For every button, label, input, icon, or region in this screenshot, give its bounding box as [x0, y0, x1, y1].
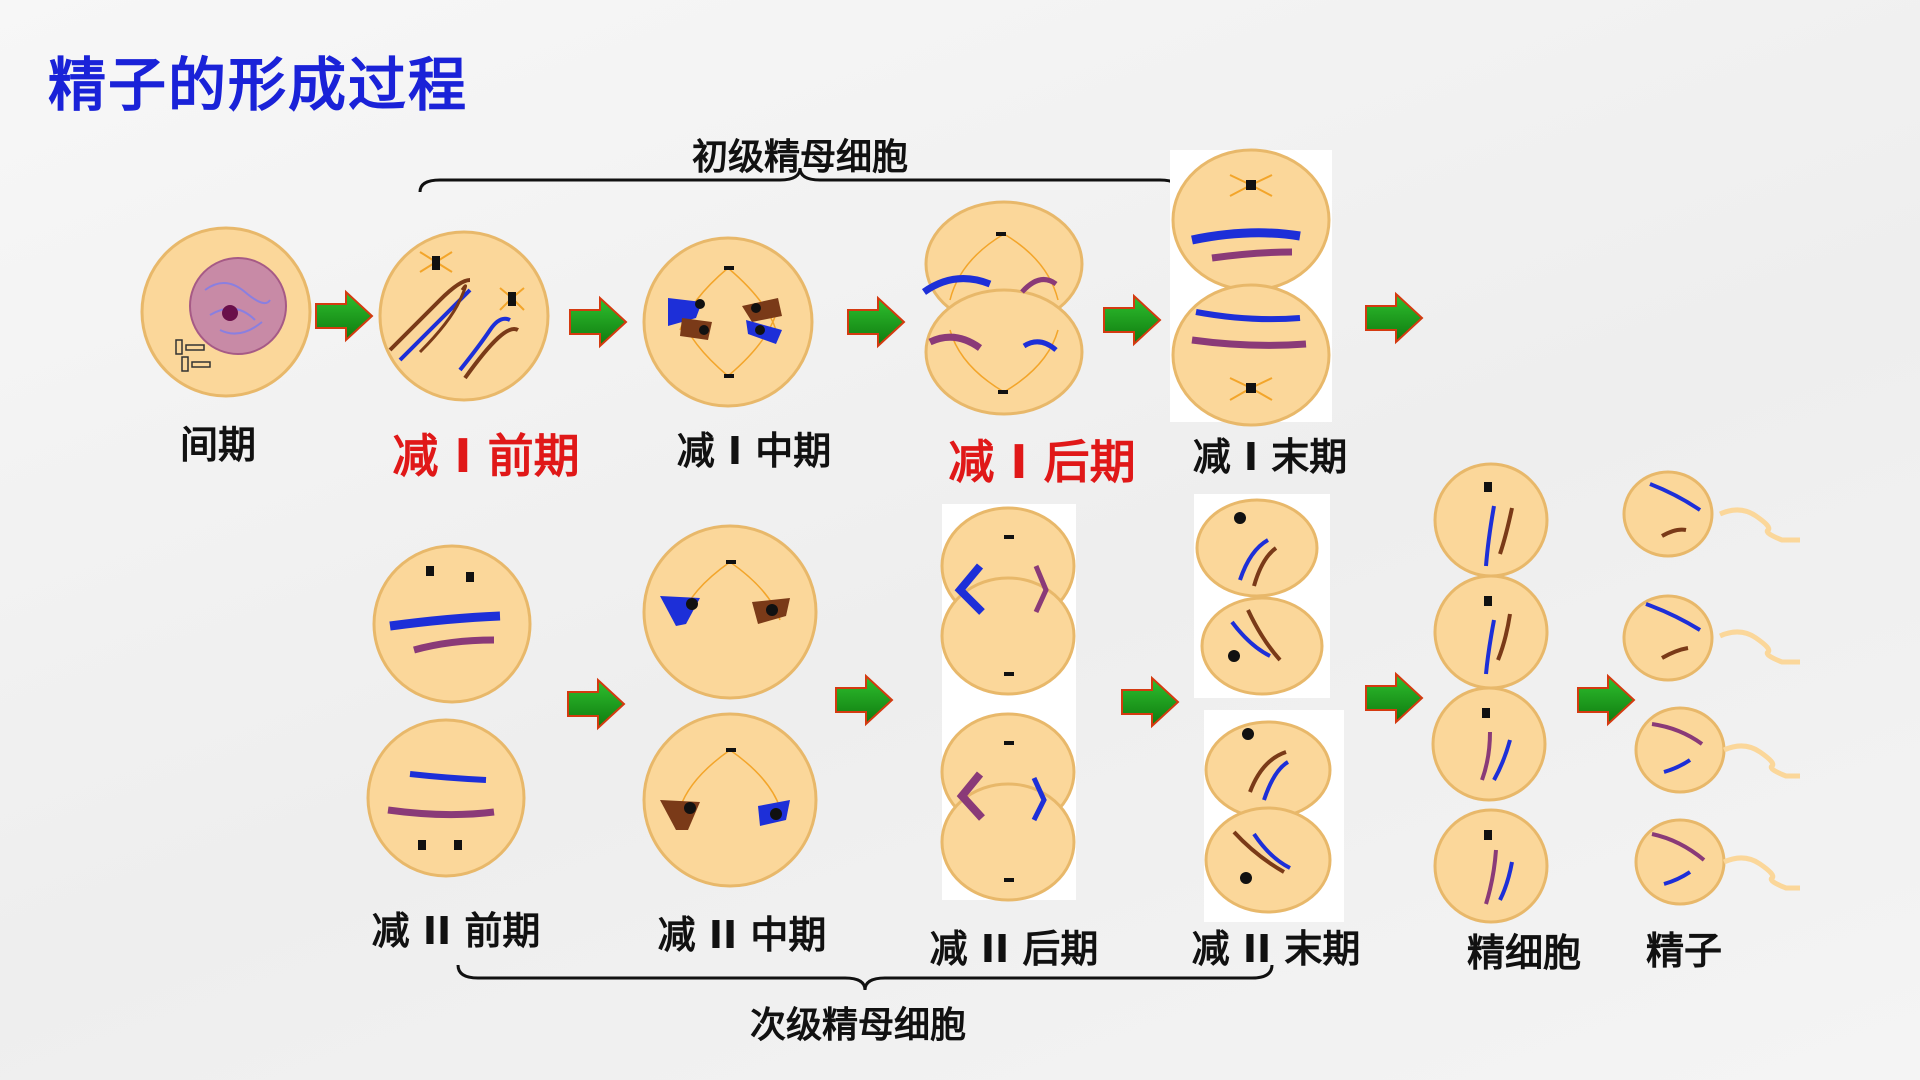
- label-sperm: 精子: [1645, 929, 1723, 973]
- cell-prophase-2: [366, 544, 532, 878]
- label-metaphase-2: 减 II 中期: [657, 913, 827, 957]
- label-interphase: 间期: [179, 423, 257, 467]
- process-arrow-2: [569, 295, 628, 349]
- process-arrow-10: [1577, 673, 1636, 727]
- primary-brace: [418, 167, 1182, 193]
- page-title: 精子的形成过程: [48, 51, 469, 119]
- cell-spermatids: [1431, 462, 1549, 924]
- cell-telophase-2: [1195, 498, 1332, 914]
- label-prophase-1: 减 I 前期: [392, 429, 580, 483]
- process-arrow-1: [315, 289, 374, 343]
- label-prophase-2: 减 II 前期: [371, 909, 541, 953]
- label-anaphase-1: 减 I 后期: [948, 435, 1136, 489]
- process-arrow-3: [847, 295, 906, 349]
- cell-prophase-1: [378, 230, 550, 402]
- secondary-brace: [456, 964, 1274, 991]
- process-arrow-6: [567, 677, 626, 731]
- cell-anaphase-1: [921, 200, 1084, 416]
- process-arrow-9: [1365, 671, 1424, 725]
- process-arrow-5: [1365, 291, 1424, 345]
- label-telophase-1: 减 I 末期: [1192, 435, 1348, 479]
- secondary-spermatocyte-label: 次级精母细胞: [749, 1005, 967, 1046]
- label-spermatid: 精细胞: [1466, 931, 1582, 975]
- process-arrow-7: [835, 673, 894, 727]
- cell-sperm: [1622, 470, 1800, 906]
- cell-metaphase-1: [642, 236, 814, 408]
- label-anaphase-2: 减 II 后期: [929, 927, 1099, 971]
- process-arrow-4: [1103, 293, 1162, 347]
- cell-anaphase-2: [940, 506, 1076, 902]
- cell-telophase-1: [1171, 148, 1331, 427]
- primary-spermatocyte-label: 初级精母细胞: [691, 137, 909, 178]
- cell-interphase: [140, 226, 312, 398]
- cell-metaphase-2: [642, 524, 818, 888]
- process-arrow-8: [1121, 675, 1180, 729]
- label-metaphase-1: 减 I 中期: [676, 429, 832, 473]
- label-telophase-2: 减 II 末期: [1191, 927, 1361, 971]
- arrows: [315, 289, 1636, 731]
